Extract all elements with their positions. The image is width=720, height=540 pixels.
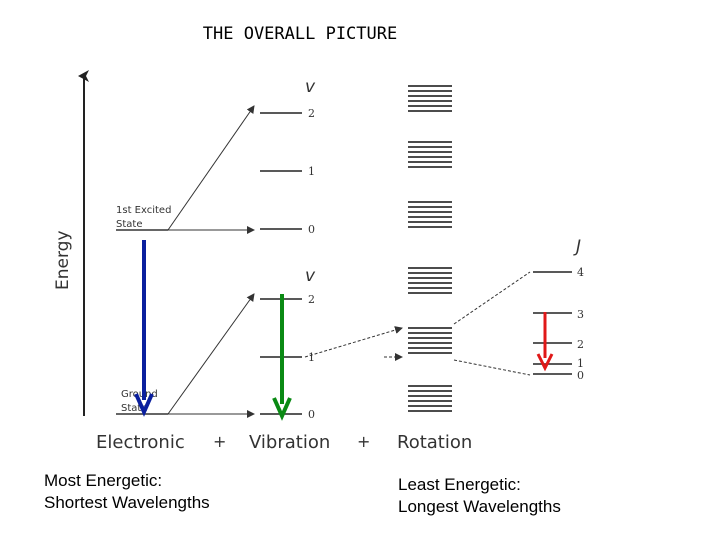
vibrational-arrow-head [272, 397, 292, 421]
lower-vib-label-1: 1 [308, 351, 315, 364]
rot-label-1: 1 [577, 357, 584, 370]
upper-vib-label-2: 2 [308, 107, 315, 120]
rotational-level-stacks [408, 85, 452, 412]
rot-symbol: J [573, 237, 581, 257]
electronic-label: Electronic [96, 432, 185, 453]
lower-vib-symbol: v [305, 266, 316, 286]
excited-state-label-1: 1st Excited [116, 205, 171, 216]
ground-state-label-2: State [121, 403, 147, 414]
slide-title: THE OVERALL PICTURE [202, 24, 398, 44]
rotational-arrow-head [536, 353, 554, 372]
rotation-label: Rotation [397, 432, 472, 453]
lower-vib-label-0: 0 [308, 408, 315, 421]
caption-right-line1: Least Energetic: [398, 475, 521, 494]
electronic-transition-arrow [134, 240, 154, 417]
electronic-arrow-head [134, 393, 154, 417]
upper-vib-symbol: v [305, 77, 316, 97]
upper-connector-2 [167, 105, 255, 231]
rot-label-3: 3 [577, 308, 584, 321]
rotational-transition-arrow [536, 312, 554, 372]
lower-connector-2 [167, 293, 255, 415]
caption-least-energetic: Least Energetic: Longest Wavelengths [398, 474, 561, 518]
plus-sign-1: + [213, 432, 226, 451]
expansion-line-top [453, 271, 531, 325]
energy-axis-label: Energy [53, 230, 73, 290]
ground-state-label-1: Ground [121, 389, 158, 400]
vibration-label: Vibration [249, 432, 330, 453]
excited-state-label-2: State [116, 219, 142, 230]
caption-most-energetic: Most Energetic: Shortest Wavelengths [44, 470, 210, 514]
vib-to-rot-arrow [304, 326, 403, 358]
plus-sign-2: + [357, 432, 370, 451]
rot-label-2: 2 [577, 338, 584, 351]
caption-right-line2: Longest Wavelengths [398, 497, 561, 516]
caption-left-line2: Shortest Wavelengths [44, 493, 210, 512]
upper-vib-label-0: 0 [308, 223, 315, 236]
caption-left-line1: Most Energetic: [44, 471, 163, 490]
vibrational-transition-arrow [272, 294, 292, 421]
rot-label-0: 0 [577, 369, 584, 382]
upper-vib-label-1: 1 [308, 165, 315, 178]
expansion-line-bottom [453, 359, 531, 376]
rot-label-4: 4 [577, 266, 584, 279]
lower-vib-label-2: 2 [308, 293, 315, 306]
